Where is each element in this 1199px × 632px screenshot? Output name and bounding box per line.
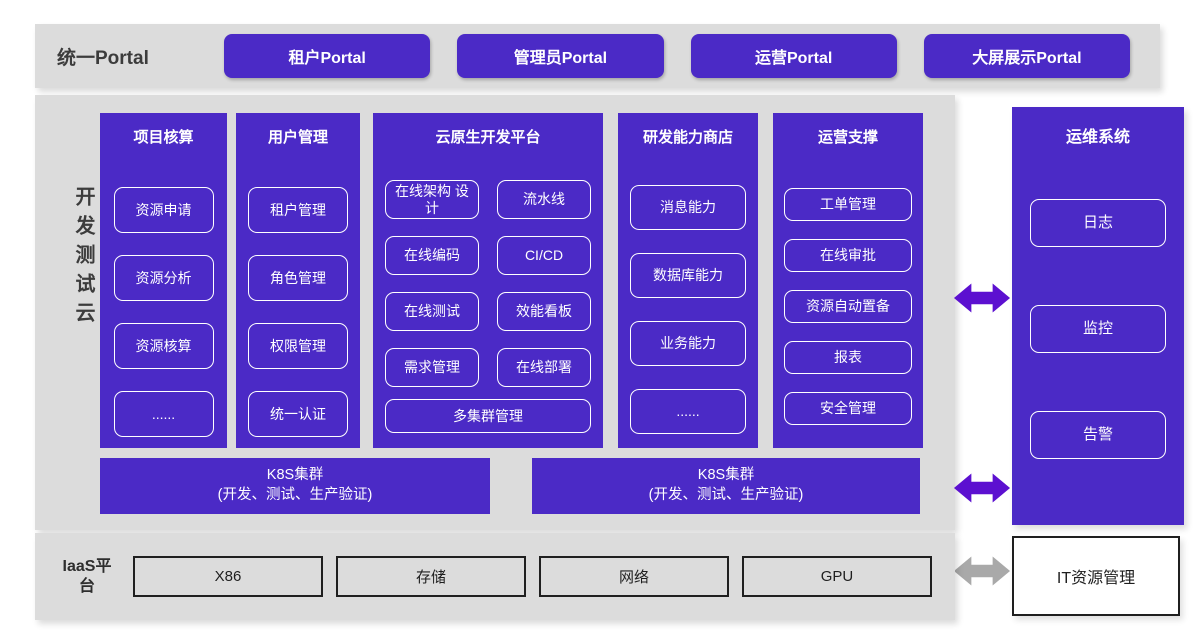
module-box: 统一认证	[248, 391, 348, 437]
column-title: 运营支撑	[817, 129, 878, 146]
double-arrow-icon	[953, 283, 1011, 313]
module-box: 报表	[784, 341, 912, 374]
resource-box: X86	[133, 556, 323, 597]
iaas-bar: IaaS平台 X86 存储 网络 GPU	[35, 533, 955, 620]
portal-bar-label: 统一Portal	[57, 47, 149, 69]
k8s-title: K8S集群	[697, 467, 755, 484]
resource-box: 网络	[539, 556, 729, 597]
k8s-cluster-bar-right: K8S集群 (开发、测试、生产验证)	[532, 458, 920, 514]
module-box: CI/CD	[497, 236, 591, 275]
iaas-label: IaaS平台	[62, 558, 112, 595]
ops-system-column: 运维系统 日志 监控 告警	[1012, 107, 1184, 525]
module-box: 安全管理	[784, 392, 912, 425]
module-box: 流水线	[497, 180, 591, 219]
column-operation-support: 运营支撑 工单管理 在线审批 资源自动置备 报表 安全管理	[773, 113, 923, 448]
column-title: 用户管理	[267, 129, 328, 146]
ops-system-items: 日志 监控 告警	[1012, 199, 1184, 459]
double-arrow-icon	[953, 473, 1011, 503]
column-items: 资源申请 资源分析 资源核算 ......	[100, 187, 227, 437]
module-box: 数据库能力	[630, 253, 746, 298]
column-items: 租户管理 角色管理 权限管理 统一认证	[236, 187, 360, 437]
resource-box: 存储	[336, 556, 526, 597]
iaas-boxes: X86 存储 网络 GPU	[133, 556, 932, 597]
module-box: 在线编码	[385, 236, 479, 275]
column-items: 工单管理 在线审批 资源自动置备 报表 安全管理	[773, 188, 923, 425]
column-project-accounting: 项目核算 资源申请 资源分析 资源核算 ......	[100, 113, 227, 448]
column-cloud-native-platform: 云原生开发平台 在线架构 设计 流水线 在线编码 CI/CD 在线测试 效能看板…	[373, 113, 603, 448]
resource-box: GPU	[742, 556, 932, 597]
module-box: 资源分析	[113, 255, 214, 301]
module-box: 效能看板	[497, 292, 591, 331]
double-arrow-icon	[953, 556, 1011, 586]
it-resource-management-box: IT资源管理	[1012, 536, 1180, 616]
k8s-title: K8S集群	[266, 467, 324, 484]
column-title: 云原生开发平台	[435, 129, 541, 146]
module-box: 权限管理	[248, 323, 348, 369]
k8s-subtitle: (开发、测试、生产验证)	[648, 487, 804, 503]
module-box: 资源核算	[113, 323, 214, 369]
module-box: ......	[630, 389, 746, 434]
module-box: 在线部署	[497, 348, 591, 387]
portal-bar: 统一Portal 租户Portal 管理员Portal 运营Portal 大屏展…	[35, 24, 1160, 88]
module-box: 需求管理	[385, 348, 479, 387]
module-box: 消息能力	[630, 185, 746, 230]
module-box: 监控	[1030, 305, 1166, 353]
ops-system-title: 运维系统	[1065, 129, 1130, 146]
column-title: 项目核算	[133, 129, 194, 146]
k8s-cluster-bar-left: K8S集群 (开发、测试、生产验证)	[100, 458, 490, 514]
dev-test-cloud-label: 开发测试云	[72, 186, 94, 331]
column-capability-store: 研发能力商店 消息能力 数据库能力 业务能力 ......	[618, 113, 758, 448]
module-box: 告警	[1030, 411, 1166, 459]
module-box: 资源自动置备	[784, 290, 912, 323]
column-user-management: 用户管理 租户管理 角色管理 权限管理 统一认证	[236, 113, 360, 448]
k8s-subtitle: (开发、测试、生产验证)	[217, 487, 373, 503]
tenant-portal-button: 租户Portal	[224, 34, 431, 78]
module-box: 在线架构 设计	[385, 180, 479, 219]
column-items: 消息能力 数据库能力 业务能力 ......	[618, 185, 758, 434]
bigscreen-portal-button: 大屏展示Portal	[923, 34, 1130, 78]
module-box: 租户管理	[248, 187, 348, 233]
module-box: 日志	[1030, 199, 1166, 247]
column-full-row: 多集群管理	[385, 399, 591, 433]
module-box: 资源申请	[113, 187, 214, 233]
column-title: 研发能力商店	[642, 129, 733, 146]
operation-portal-button: 运营Portal	[690, 34, 897, 78]
module-box: ......	[113, 391, 214, 437]
module-box: 业务能力	[630, 321, 746, 366]
column-grid: 在线架构 设计 流水线 在线编码 CI/CD 在线测试 效能看板 需求管理 在线…	[385, 180, 591, 387]
module-box: 多集群管理	[385, 399, 591, 433]
module-box: 工单管理	[784, 188, 912, 221]
admin-portal-button: 管理员Portal	[457, 34, 664, 78]
module-box: 角色管理	[248, 255, 348, 301]
module-box: 在线测试	[385, 292, 479, 331]
module-box: 在线审批	[784, 239, 912, 272]
